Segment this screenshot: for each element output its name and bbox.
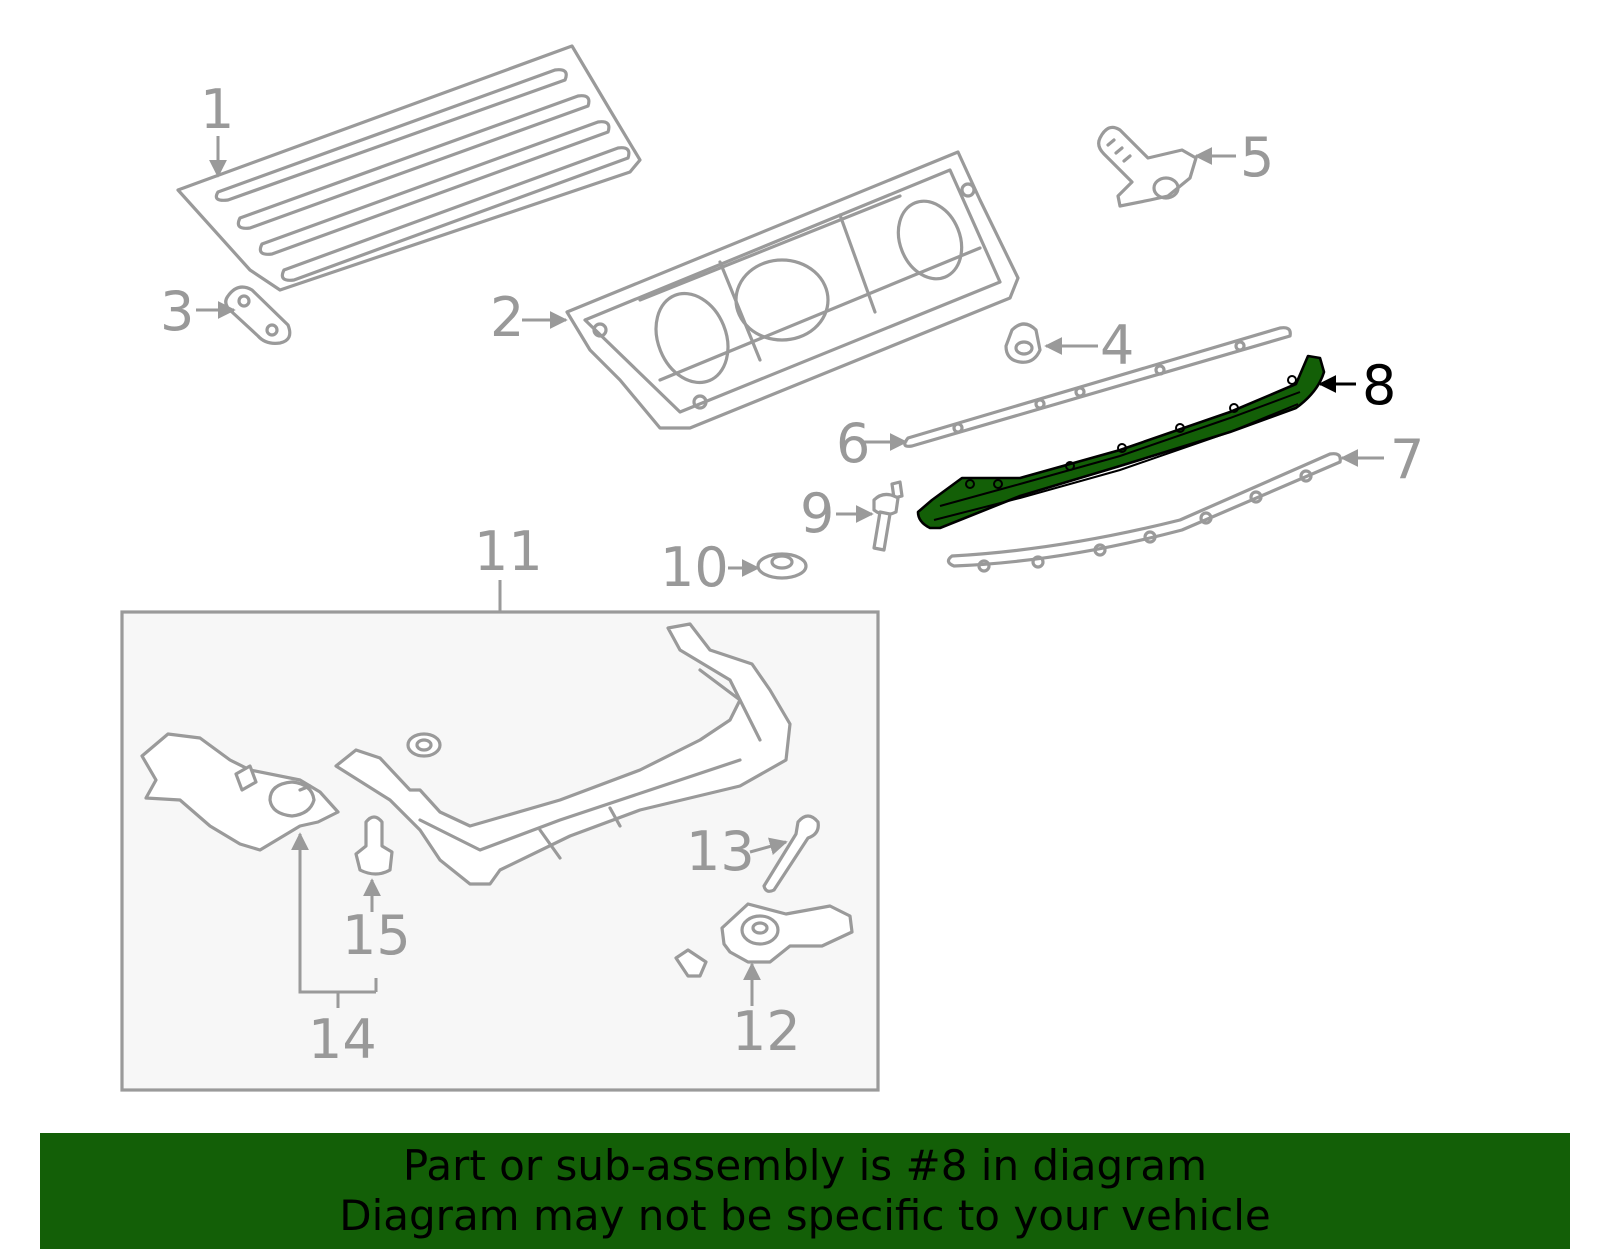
part-13-bolt	[762, 814, 820, 893]
callout-5: 5	[1240, 126, 1274, 189]
part-9-push-clip	[872, 480, 904, 552]
part-4-fastener	[1004, 322, 1042, 364]
part-1-grille-panel	[176, 44, 642, 292]
banner-line-1: Part or sub-assembly is #8 in diagram	[402, 1141, 1208, 1190]
part-11-support-bracket	[334, 622, 792, 886]
part-7-lower-strip	[946, 452, 1342, 573]
callout-6: 6	[836, 412, 870, 475]
part-15-bolt	[354, 815, 394, 876]
part-12-motor	[674, 902, 854, 978]
callout-11: 11	[474, 520, 543, 583]
leader-lines	[196, 136, 1384, 1008]
callout-7: 7	[1390, 428, 1424, 491]
callout-8: 8	[1362, 354, 1396, 417]
callout-13: 13	[686, 820, 755, 883]
parts-diagram: 1 2 3 4 5 6 7 8 9 10 11 12 13 14 15	[120, 44, 1424, 1092]
part-14-bracket	[140, 732, 340, 852]
callout-14: 14	[308, 1008, 377, 1071]
callout-15: 15	[342, 904, 411, 967]
banner-line-2: Diagram may not be specific to your vehi…	[339, 1191, 1271, 1240]
callout-1: 1	[200, 78, 234, 141]
callout-9: 9	[800, 482, 834, 545]
callout-12: 12	[732, 1000, 801, 1063]
callout-2: 2	[490, 286, 524, 349]
callout-3: 3	[160, 280, 194, 343]
callout-10: 10	[660, 536, 729, 599]
part-8-garnish-highlighted	[916, 354, 1326, 530]
part-5-clip	[1097, 125, 1198, 208]
callout-4: 4	[1100, 314, 1134, 377]
info-banner: Part or sub-assembly is #8 in diagram Di…	[40, 1133, 1570, 1249]
callout-labels: 1 2 3 4 5 6 7 8 9 10 11 12 13 14 15	[160, 78, 1424, 1071]
part-3-bracket	[224, 285, 292, 345]
part-10-grommet	[756, 552, 808, 580]
part-2-panel-assembly	[565, 150, 1020, 430]
